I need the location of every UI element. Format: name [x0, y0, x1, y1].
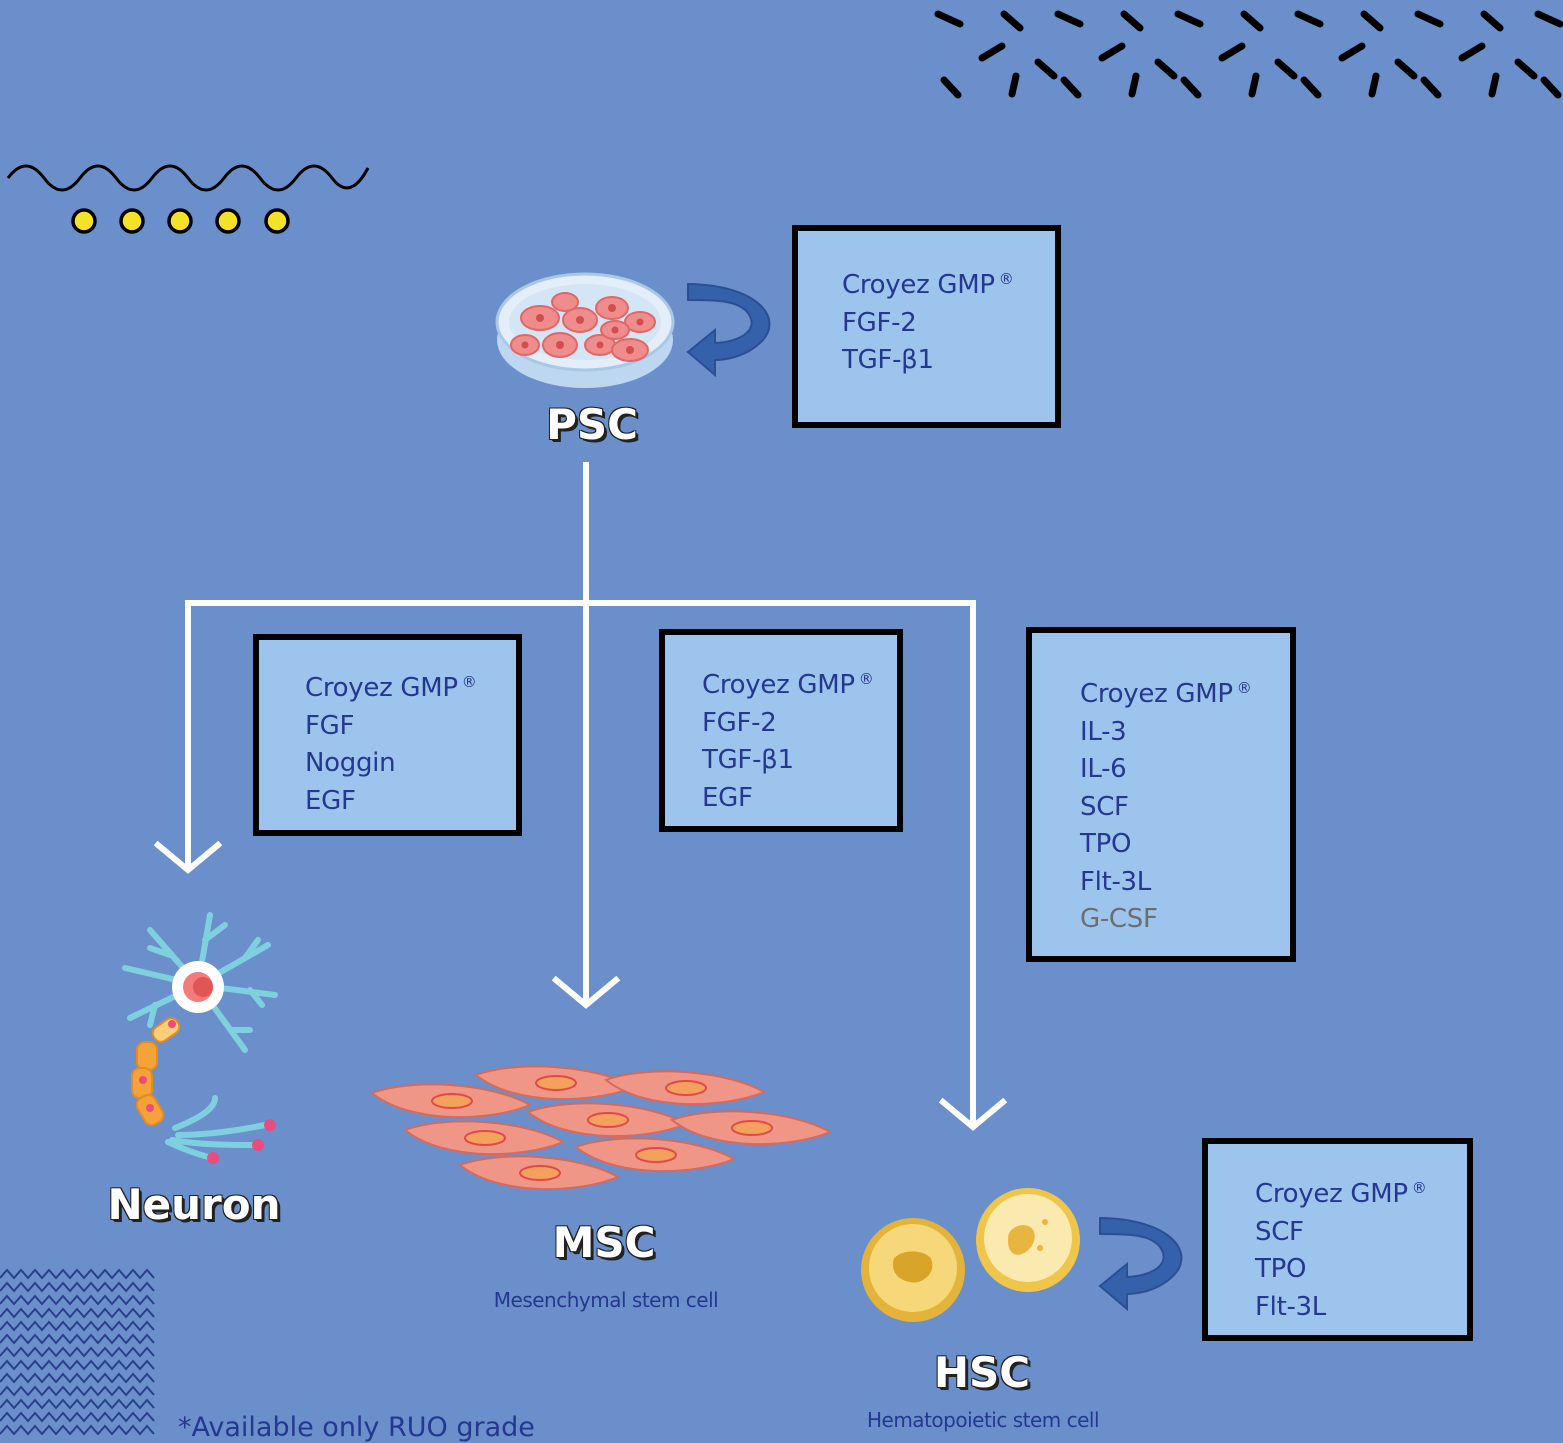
flow-connectors — [153, 462, 1008, 1131]
brand-line: Croyez GMP® — [1255, 1179, 1427, 1209]
reagent-item: Flt-3L — [1255, 1291, 1326, 1322]
reagent-item: EGF — [305, 785, 356, 816]
decorative-zigzag-pattern — [0, 1268, 155, 1436]
petri-dish-icon — [495, 272, 675, 388]
neuron-label: Neuron — [107, 1180, 281, 1229]
registered-mark: ® — [1236, 679, 1252, 697]
neuron-icon — [122, 912, 278, 1164]
decorative-dash-pattern — [934, 10, 1563, 99]
reagent-item: TPO — [1080, 829, 1132, 859]
down-arrow-icon — [551, 975, 621, 1009]
hsc-cells-icon — [861, 1188, 1080, 1322]
footnote: *Available only RUO grade — [178, 1412, 535, 1443]
hsc-maintenance-box: Croyez GMP® SCF TPO Flt-3L — [1202, 1138, 1473, 1341]
registered-mark: ® — [461, 673, 477, 691]
decorative-dots — [71, 208, 290, 234]
hsc-sublabel: Hematopoietic stem cell — [866, 1408, 1100, 1432]
reagent-item: G-CSF — [1080, 904, 1158, 934]
msc-cell — [669, 1110, 833, 1146]
reagent-item: FGF-2 — [842, 307, 917, 338]
down-arrow-icon — [938, 1097, 1008, 1131]
reagent-item: SCF — [1255, 1216, 1304, 1247]
down-arrow-icon — [153, 840, 223, 874]
brand-line: Croyez GMP® — [305, 673, 477, 703]
cycle-arrow-icon — [1098, 1216, 1183, 1312]
msc-cell — [369, 1083, 533, 1119]
msc-cell — [603, 1070, 767, 1106]
cycle-arrow-icon — [686, 282, 771, 378]
msc-cell — [457, 1155, 621, 1191]
decorative-wave-line — [6, 164, 370, 192]
reagent-item: TGF-β1 — [702, 745, 794, 775]
reagent-item: TGF-β1 — [842, 345, 934, 375]
brand-line: Croyez GMP® — [702, 670, 874, 700]
registered-mark: ® — [858, 670, 874, 688]
hsc-label: HSC — [933, 1348, 1031, 1397]
reagent-item: EGF — [702, 782, 753, 813]
reagent-item: IL-3 — [1080, 716, 1127, 747]
msc-label: MSC — [552, 1218, 656, 1267]
msc-cell — [573, 1137, 737, 1173]
msc-cell — [525, 1102, 689, 1138]
psc-label: PSC — [546, 400, 638, 449]
registered-mark: ® — [1411, 1179, 1427, 1197]
reagent-item: IL-6 — [1080, 754, 1127, 784]
reagent-item: Noggin — [305, 748, 396, 778]
reagent-item: SCF — [1080, 791, 1129, 822]
msc-sublabel: Mesenchymal stem cell — [493, 1288, 719, 1312]
msc-cells-icon — [369, 1065, 833, 1191]
brand-line: Croyez GMP® — [842, 270, 1014, 300]
msc-cell — [473, 1065, 637, 1101]
brand-line: Croyez GMP® — [1080, 679, 1252, 709]
msc-cell — [402, 1120, 566, 1156]
reagent-item: FGF-2 — [702, 707, 777, 738]
registered-mark: ® — [998, 270, 1014, 288]
reagent-item: Flt-3L — [1080, 866, 1151, 897]
reagent-item: TPO — [1255, 1254, 1307, 1284]
reagent-item: FGF — [305, 710, 355, 741]
